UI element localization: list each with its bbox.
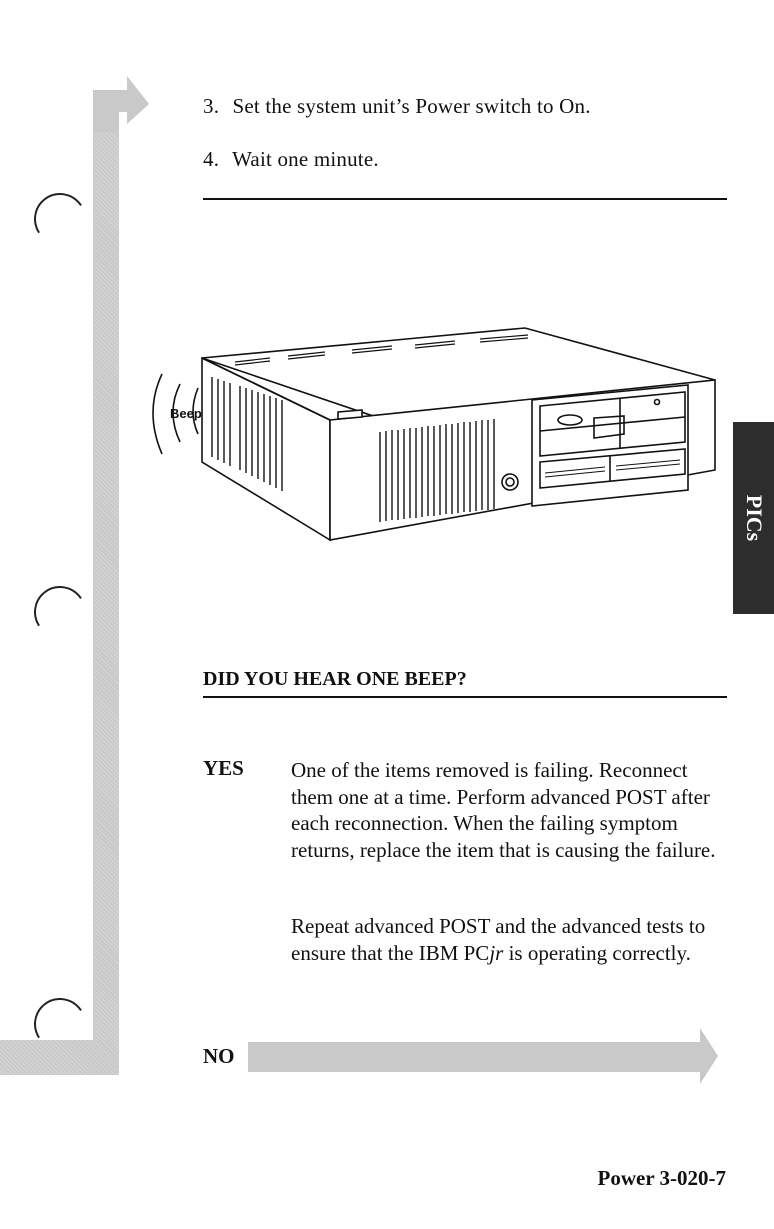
yes-paragraph-2: Repeat advanced POST and the advanced te… <box>291 913 731 966</box>
question-rule <box>203 696 727 698</box>
yes-paragraph-1: One of the items removed is failing. Rec… <box>291 758 716 862</box>
page-footer: Power 3-020-7 <box>597 1166 727 1190</box>
binder-hole-top <box>29 188 91 250</box>
step-text: Set the system unit’s Power switch to On… <box>232 94 591 118</box>
flow-line-vertical <box>93 90 119 1075</box>
step-4: 4. Wait one minute. <box>203 147 379 172</box>
divider-rule <box>203 198 727 200</box>
step-number: 4. <box>203 147 220 171</box>
beep-label: Beep <box>170 406 202 421</box>
flow-arrow-right-icon <box>93 76 149 132</box>
question-heading: DID YOU HEAR ONE BEEP? <box>203 668 467 690</box>
flow-line-bottom <box>0 1040 119 1075</box>
pc-system-unit-illustration: Beep <box>152 327 716 542</box>
yes-label: YES <box>203 756 244 780</box>
step-text: Wait one minute. <box>232 147 379 171</box>
section-tab-label: PICs <box>741 494 767 542</box>
no-arrow-right-icon <box>248 1028 718 1084</box>
binder-hole-middle <box>29 581 91 643</box>
pcjr-italic: jr <box>489 940 504 965</box>
yes-paragraph-2-start: Repeat advanced POST and the advanced te… <box>291 914 706 965</box>
section-tab: PICs <box>733 422 774 614</box>
step-number: 3. <box>203 94 220 118</box>
no-label: NO <box>203 1044 235 1068</box>
yes-paragraph-2-end: is operating correctly. <box>503 940 691 965</box>
step-3: 3. Set the system unit’s Power switch to… <box>203 94 591 119</box>
